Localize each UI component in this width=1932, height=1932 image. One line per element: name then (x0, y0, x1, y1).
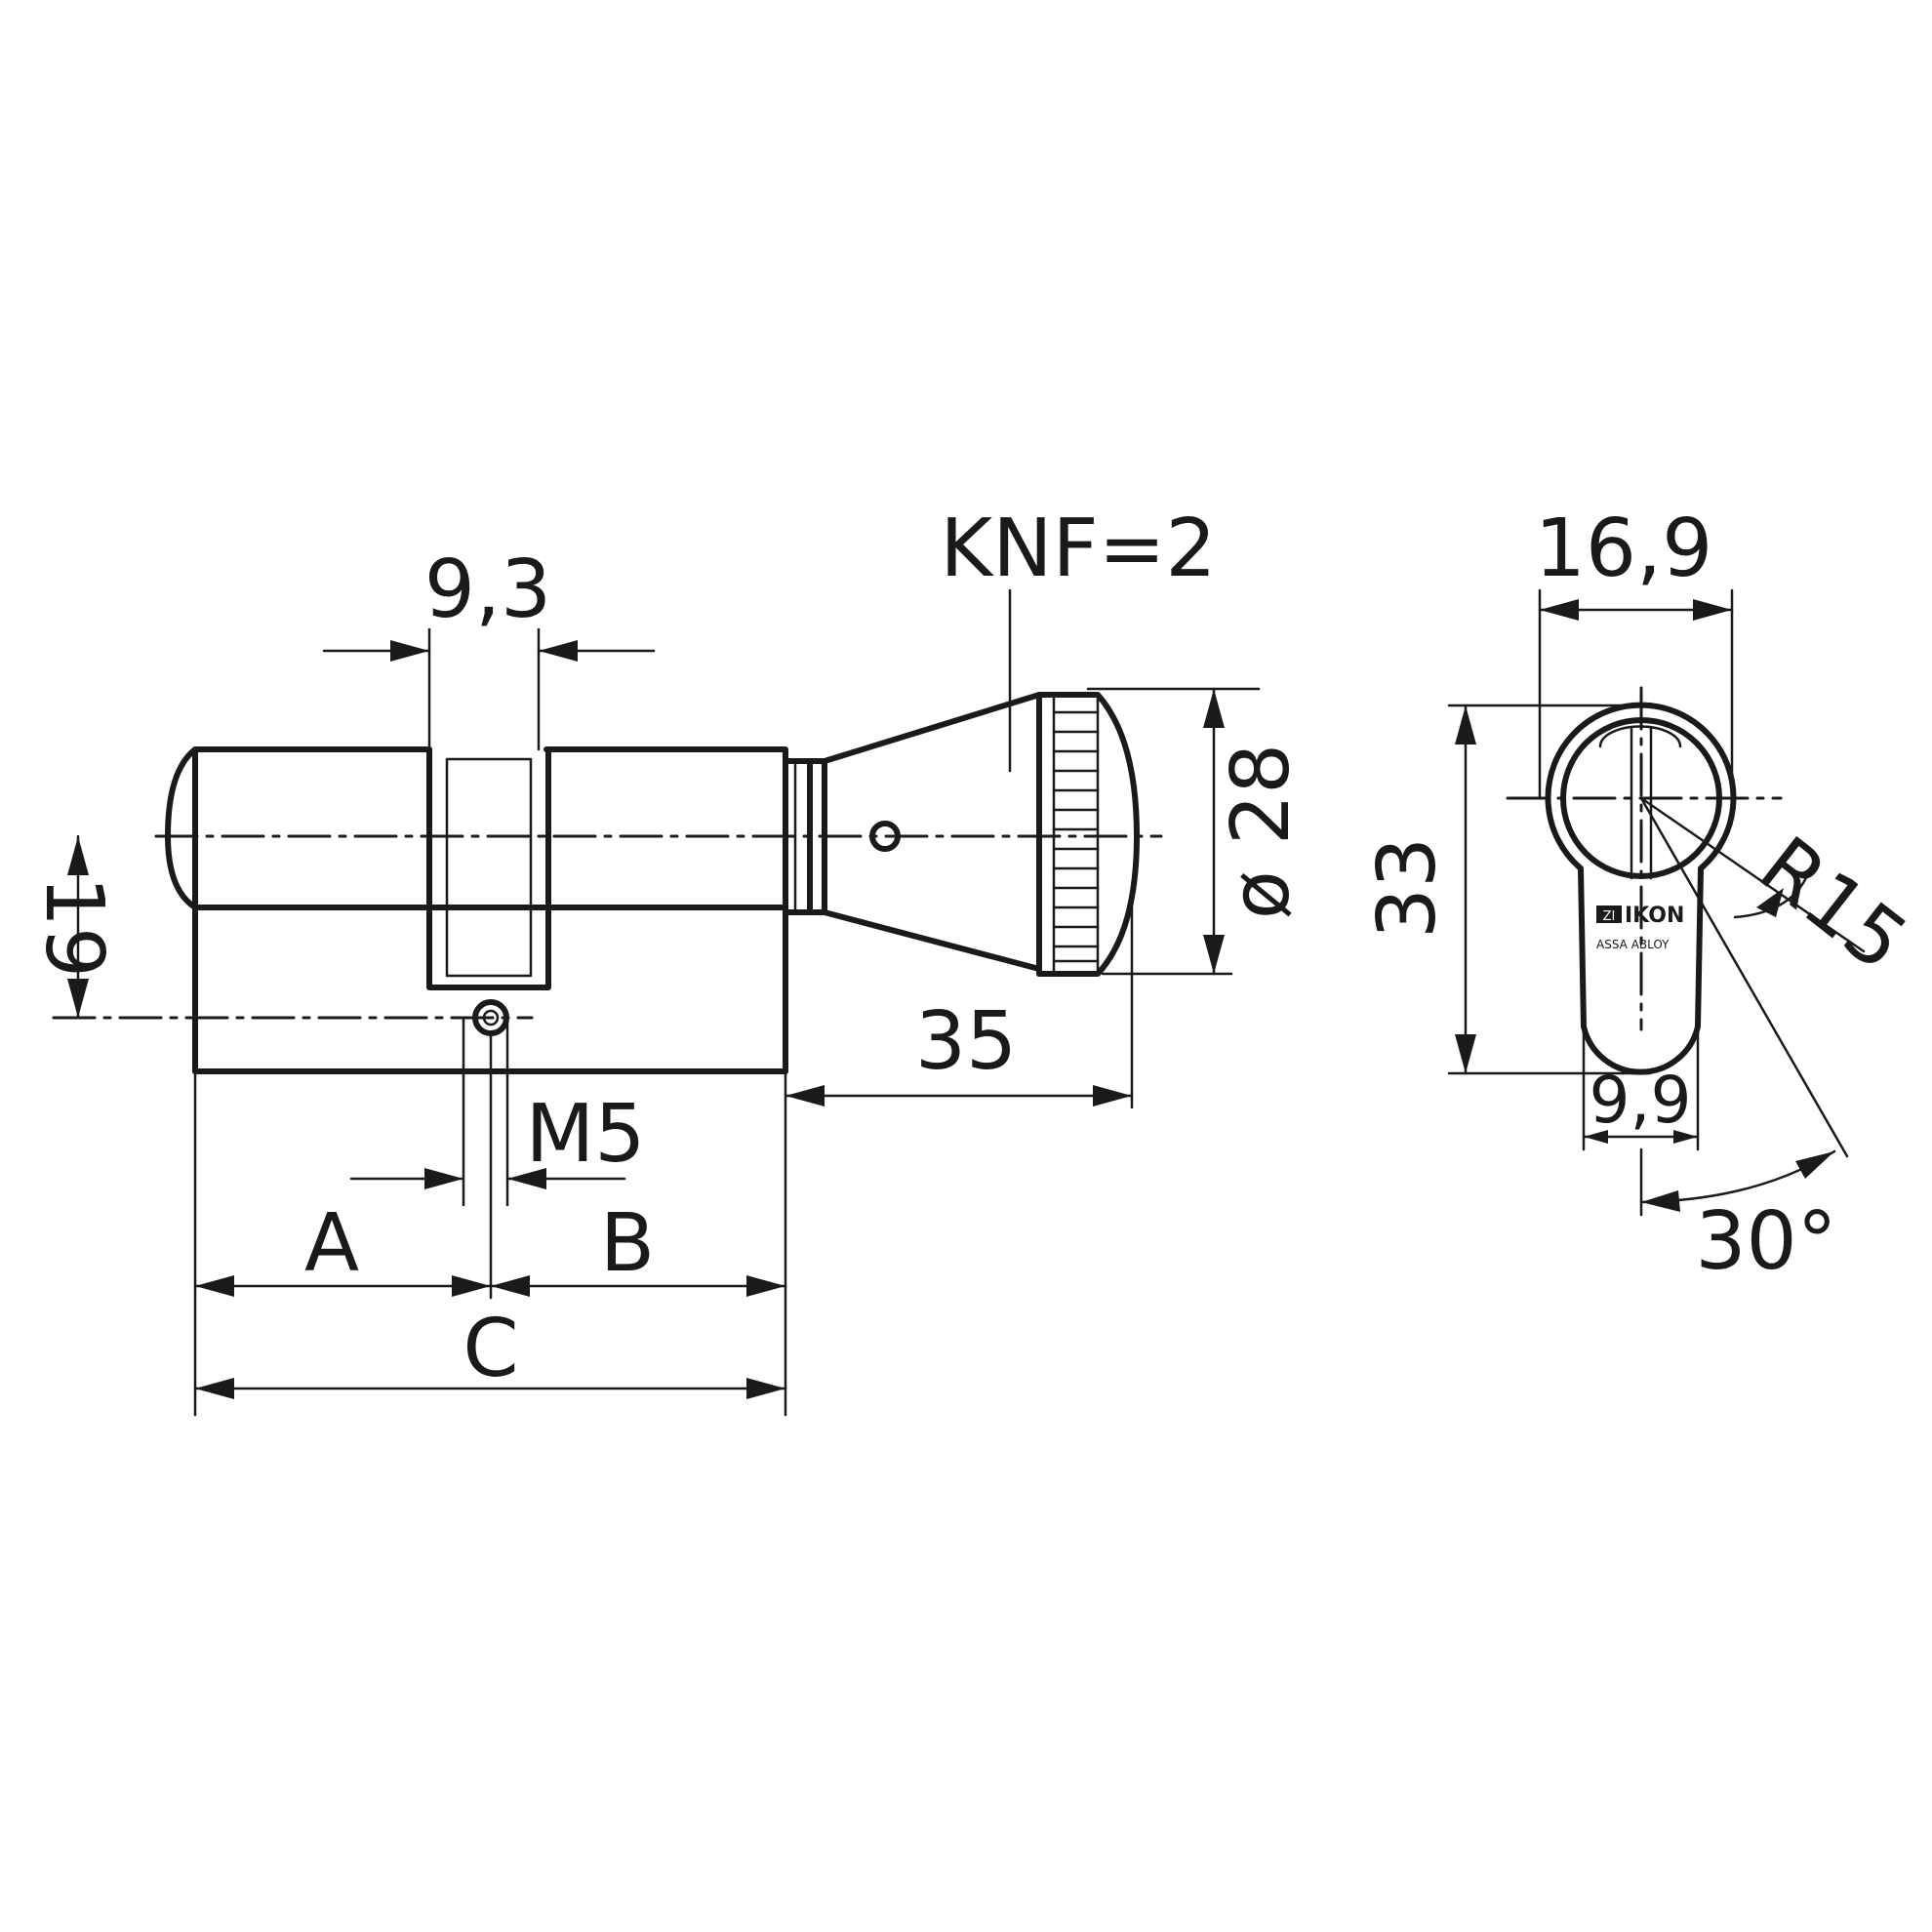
label-35: 35 (915, 995, 1017, 1088)
ikon-logo: ZI IKON ASSA ABLOY (1596, 904, 1684, 951)
screw-hole-inner (482, 1009, 500, 1026)
knurl-lines (1052, 710, 1100, 963)
cam-slot-inner (445, 757, 533, 978)
dimension-a-b-c: A B C (193, 1032, 787, 1417)
label-9-9: 9,9 (1590, 1063, 1692, 1138)
neck-collar (783, 758, 813, 915)
label-16-9: 16,9 (1535, 503, 1713, 595)
label-30deg: 30° (1695, 1195, 1836, 1288)
dimension-19: 19 (27, 834, 120, 1020)
label-r15: R15 (1743, 820, 1924, 989)
knf-callout: KNF=2 (940, 503, 1217, 773)
dimension-9-3: 9,3 (322, 543, 656, 751)
knob-head (1036, 692, 1140, 977)
label-m5: M5 (526, 1088, 646, 1181)
knob-pin-hole (869, 821, 901, 852)
label-knf: KNF=2 (940, 503, 1216, 595)
dimension-30-deg: 30° (1639, 796, 1849, 1288)
logo-brand: IKON (1625, 904, 1684, 928)
label-9-3: 9,3 (424, 543, 551, 636)
cam-slot-outer (426, 746, 551, 990)
dimension-16-9: 16,9 (1535, 503, 1734, 800)
dimension-r15: R15 (1639, 796, 1924, 989)
knob-taper (807, 692, 1042, 972)
label-b: B (600, 1197, 655, 1290)
left-rounded-end (165, 746, 198, 910)
label-a: A (304, 1197, 359, 1290)
side-view: 9,3 KNF=2 ø 28 19 (27, 503, 1308, 1417)
front-view: ZI IKON ASSA ABLOY 16,9 33 (1361, 503, 1923, 1288)
label-33: 33 (1361, 837, 1454, 939)
logo-subtitle: ASSA ABLOY (1596, 938, 1670, 951)
label-diameter: ø 28 (1215, 744, 1308, 920)
dimension-33: 33 (1361, 704, 1651, 1075)
body-top-outline (192, 746, 788, 910)
label-c: C (463, 1303, 518, 1395)
dimension-9-9: 9,9 (1582, 1025, 1700, 1151)
dimension-diameter-28: ø 28 (1086, 687, 1308, 976)
label-19: 19 (27, 876, 120, 978)
dimension-m5: M5 (349, 1016, 646, 1207)
profile-outer (1545, 702, 1737, 1075)
dimension-35: 35 (784, 896, 1134, 1417)
logo-mark: ZI (1603, 909, 1616, 924)
